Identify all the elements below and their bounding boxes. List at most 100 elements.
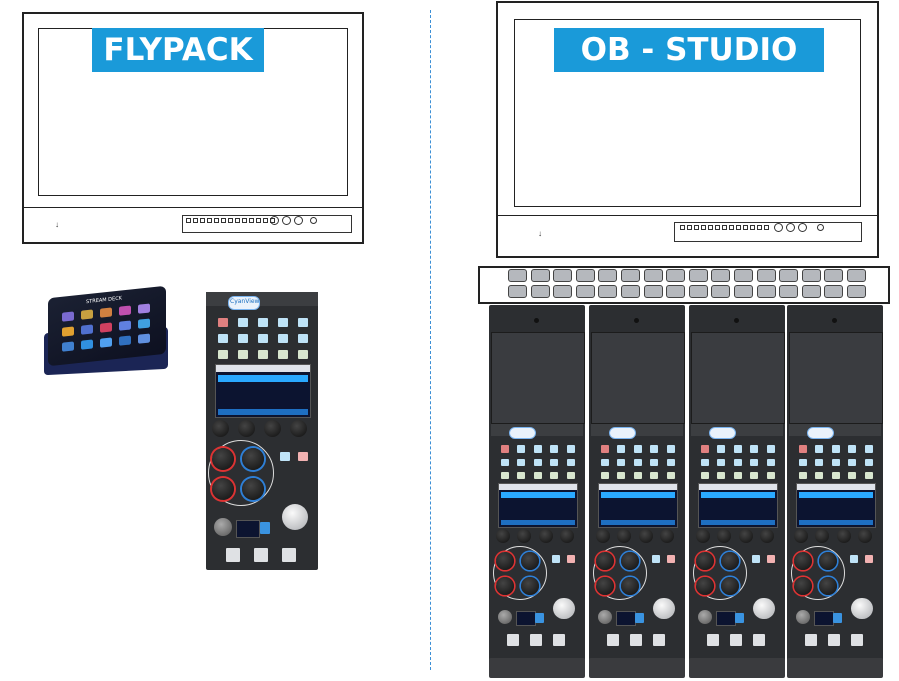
- rack-button[interactable]: [643, 269, 663, 282]
- gain-knob[interactable]: [242, 478, 264, 500]
- nav-button[interactable]: [851, 634, 863, 646]
- black-knob[interactable]: [697, 609, 713, 625]
- panel-button[interactable]: [700, 445, 710, 453]
- stream-deck-key[interactable]: [62, 311, 74, 322]
- panel-button[interactable]: [238, 350, 248, 359]
- panel-button[interactable]: [831, 445, 840, 453]
- panel-knob[interactable]: [560, 529, 574, 544]
- rack-button[interactable]: [779, 285, 799, 298]
- panel-button[interactable]: [815, 458, 824, 466]
- panel-button[interactable]: [600, 458, 610, 466]
- monitor-button[interactable]: [221, 218, 226, 223]
- monitor-button[interactable]: [242, 218, 247, 223]
- iris-knob[interactable]: [653, 598, 675, 620]
- panel-knob[interactable]: [290, 420, 307, 437]
- panel-button[interactable]: [798, 471, 808, 480]
- panel-button[interactable]: [766, 458, 775, 466]
- gain-knob[interactable]: [818, 576, 837, 595]
- rack-button[interactable]: [734, 269, 753, 282]
- monitor-button[interactable]: [263, 218, 268, 223]
- panel-button[interactable]: [517, 471, 526, 480]
- nav-button[interactable]: [805, 634, 817, 646]
- black-knob[interactable]: [795, 609, 811, 625]
- stream-deck-key[interactable]: [100, 322, 112, 333]
- panel-button[interactable]: [666, 471, 675, 480]
- panel-button[interactable]: [258, 350, 268, 359]
- nav-button[interactable]: [707, 634, 719, 646]
- stream-deck-key[interactable]: [119, 335, 131, 346]
- panel-button[interactable]: [550, 458, 559, 466]
- panel-button[interactable]: [700, 471, 710, 480]
- rack-button[interactable]: [575, 269, 595, 282]
- rack-button[interactable]: [711, 285, 731, 298]
- panel-button[interactable]: [617, 458, 626, 466]
- nav-button[interactable]: [828, 634, 840, 646]
- panel-button[interactable]: [635, 612, 644, 623]
- rack-button[interactable]: [575, 285, 595, 298]
- panel-button[interactable]: [751, 555, 760, 563]
- nav-button[interactable]: [226, 548, 240, 562]
- gain-knob[interactable]: [620, 552, 639, 571]
- black-knob[interactable]: [214, 518, 232, 536]
- panel-button[interactable]: [733, 471, 742, 480]
- panel-button[interactable]: [815, 471, 824, 480]
- panel-button[interactable]: [848, 445, 857, 453]
- panel-knob[interactable]: [738, 529, 753, 544]
- rack-button[interactable]: [801, 269, 821, 282]
- panel-button[interactable]: [831, 458, 840, 466]
- gain-knob[interactable]: [793, 552, 812, 571]
- panel-button[interactable]: [717, 445, 726, 453]
- panel-knob[interactable]: [212, 420, 229, 437]
- stream-deck-key[interactable]: [81, 309, 93, 320]
- rack-button[interactable]: [688, 269, 708, 282]
- monitor-button[interactable]: [249, 218, 254, 223]
- panel-knob[interactable]: [815, 529, 830, 544]
- panel-button[interactable]: [717, 471, 726, 480]
- panel-button[interactable]: [218, 350, 228, 359]
- gain-knob[interactable]: [793, 576, 812, 595]
- monitor-button[interactable]: [687, 225, 692, 230]
- panel-button[interactable]: [650, 471, 659, 480]
- monitor-button[interactable]: [750, 225, 755, 230]
- rack-button[interactable]: [734, 285, 753, 298]
- gain-knob[interactable]: [720, 552, 739, 571]
- monitor-button[interactable]: [722, 225, 727, 230]
- monitor-knob[interactable]: [282, 216, 292, 225]
- rack-button[interactable]: [824, 269, 844, 282]
- panel-button[interactable]: [848, 458, 857, 466]
- panel-button[interactable]: [298, 334, 308, 343]
- panel-button[interactable]: [566, 471, 575, 480]
- monitor-button[interactable]: [701, 225, 706, 230]
- nav-button[interactable]: [607, 634, 619, 646]
- panel-knob[interactable]: [760, 529, 774, 544]
- monitor-knob[interactable]: [309, 217, 317, 224]
- rack-button[interactable]: [553, 285, 573, 298]
- gain-knob[interactable]: [520, 576, 539, 595]
- monitor-knob[interactable]: [817, 224, 824, 231]
- panel-button[interactable]: [566, 445, 575, 453]
- nav-button[interactable]: [530, 634, 542, 646]
- monitor-button[interactable]: [680, 225, 685, 230]
- panel-button[interactable]: [258, 334, 268, 343]
- rack-button[interactable]: [824, 285, 844, 298]
- rack-button[interactable]: [756, 269, 776, 282]
- gain-knob[interactable]: [720, 576, 739, 595]
- panel-button[interactable]: [831, 471, 840, 480]
- panel-button[interactable]: [717, 458, 726, 466]
- gain-knob[interactable]: [695, 552, 714, 571]
- monitor-button[interactable]: [764, 225, 769, 230]
- panel-button[interactable]: [798, 445, 808, 453]
- stream-deck-key[interactable]: [100, 307, 112, 318]
- nav-button[interactable]: [254, 548, 268, 562]
- rack-button[interactable]: [711, 269, 731, 282]
- monitor-button[interactable]: [235, 218, 240, 223]
- panel-button[interactable]: [864, 458, 873, 466]
- rack-button[interactable]: [530, 269, 550, 282]
- stream-deck-key[interactable]: [138, 333, 150, 344]
- rack-button[interactable]: [666, 285, 686, 298]
- panel-button[interactable]: [260, 522, 270, 534]
- nav-button[interactable]: [730, 634, 742, 646]
- panel-button[interactable]: [551, 555, 560, 563]
- stream-deck-key[interactable]: [138, 303, 150, 314]
- panel-button[interactable]: [733, 445, 742, 453]
